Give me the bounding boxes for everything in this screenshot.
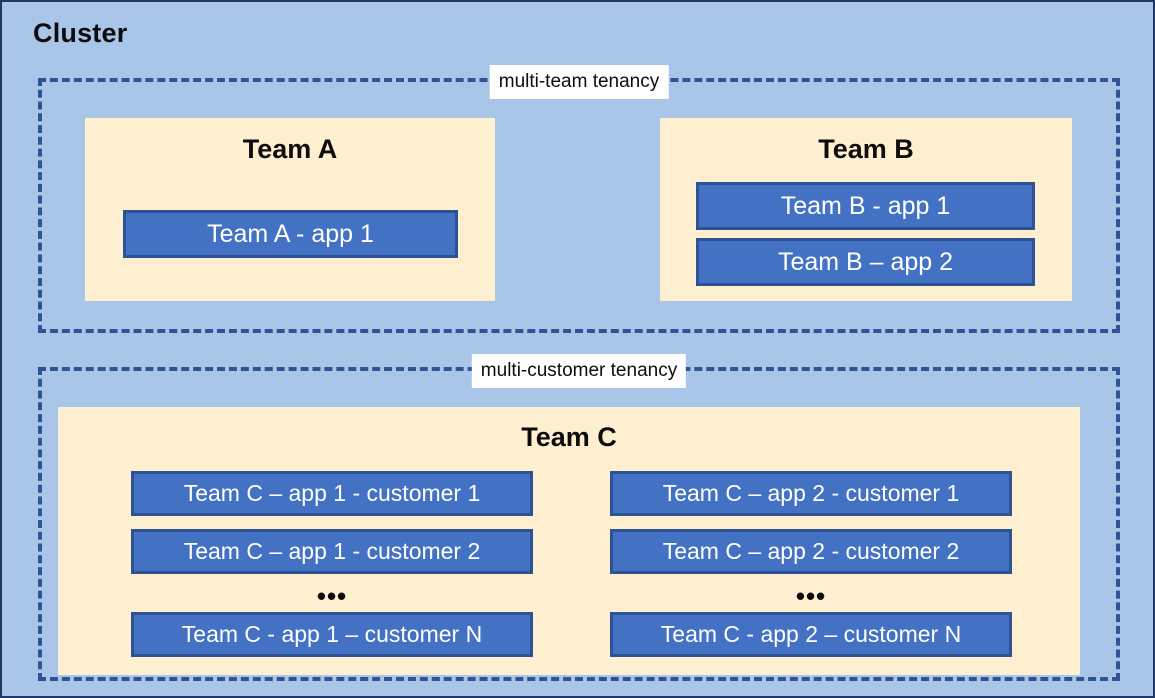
tenancy-label-multi-team: multi-team tenancy [489, 65, 669, 99]
tenancy-group-multi-customer: multi-customer tenancy [38, 354, 1120, 681]
app-box-team-a-app-1[interactable]: Team A - app 1 [123, 210, 458, 258]
app-column-team-c-app-1: Team C – app 1 - customer 1 Team C – app… [131, 471, 533, 657]
team-box-team-a: Team A [85, 118, 495, 301]
app-box-team-c-app-2-customer-1[interactable]: Team C – app 2 - customer 1 [610, 471, 1012, 516]
team-title-team-b: Team B [818, 134, 914, 164]
app-box-team-c-app-1-customer-n[interactable]: Team C - app 1 – customer N [131, 612, 533, 657]
app-list-team-a: Team A - app 1 [123, 210, 458, 258]
ellipsis-team-c-app-1: ••• [316, 581, 348, 611]
team-title-team-a: Team A [242, 134, 338, 164]
app-box-team-c-app-1-customer-2[interactable]: Team C – app 1 - customer 2 [131, 529, 533, 574]
app-box-team-c-app-2-customer-2[interactable]: Team C – app 2 - customer 2 [610, 529, 1012, 574]
tenancy-label-multi-customer: multi-customer tenancy [471, 354, 687, 388]
page-title: Cluster [33, 18, 128, 48]
tenancy-group-multi-team: multi-team tenancy [38, 65, 1120, 333]
ellipsis-team-c-app-2: ••• [795, 581, 827, 611]
team-title-team-c: Team C [521, 422, 617, 452]
app-list-team-b: Team B - app 1 Team B – app 2 [696, 182, 1035, 286]
app-box-team-c-app-2-customer-n[interactable]: Team C - app 2 – customer N [610, 612, 1012, 657]
app-column-team-c-app-2: Team C – app 2 - customer 1 Team C – app… [610, 471, 1012, 657]
app-box-team-b-app-2[interactable]: Team B – app 2 [696, 238, 1035, 286]
app-box-team-c-app-1-customer-1[interactable]: Team C – app 1 - customer 1 [131, 471, 533, 516]
app-box-team-b-app-1[interactable]: Team B - app 1 [696, 182, 1035, 230]
